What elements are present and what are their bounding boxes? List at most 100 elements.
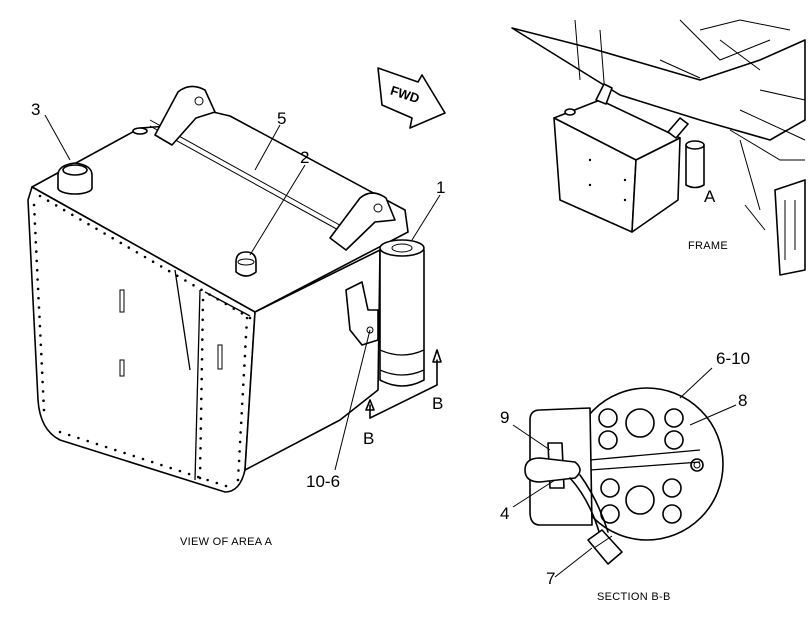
callout-a: A: [704, 187, 716, 206]
callout-b-right: B: [432, 394, 443, 413]
rivet: [238, 440, 242, 444]
rivet: [199, 437, 202, 440]
rivet: [200, 358, 204, 361]
callout-1: 1: [436, 178, 445, 197]
rivet: [67, 433, 71, 437]
rivet: [41, 390, 45, 393]
rivet: [208, 293, 211, 296]
rivet: [37, 296, 40, 300]
rivet: [200, 387, 203, 391]
rivet: [38, 194, 42, 198]
rivet: [238, 450, 241, 453]
rivet: [34, 231, 37, 235]
caption-frame: FRAME: [688, 240, 728, 252]
callout-10-6: 10-6: [306, 472, 340, 491]
rivet: [35, 259, 38, 263]
rivet: [237, 459, 241, 463]
rivet: [236, 478, 240, 482]
rivet: [239, 421, 243, 425]
rivet: [201, 308, 205, 312]
rivet: [77, 436, 80, 440]
rivet: [244, 345, 247, 348]
rivet: [245, 316, 249, 320]
rivet: [150, 460, 154, 464]
rivet: [200, 377, 203, 381]
rivet: [54, 204, 58, 207]
rivet: [79, 218, 82, 221]
rivet: [151, 260, 155, 264]
rivet: [86, 439, 89, 443]
callout-b-left: B: [363, 429, 374, 448]
rivet: [135, 251, 139, 254]
rivet: [119, 241, 123, 245]
rivet: [40, 371, 44, 375]
rivet: [199, 456, 202, 460]
rivet: [242, 373, 246, 377]
callout-2: 2: [300, 148, 309, 167]
rivet: [33, 222, 37, 225]
rivet: [40, 352, 43, 356]
rivet: [35, 250, 38, 253]
rivet: [187, 472, 191, 476]
rivet: [176, 274, 179, 278]
rivet: [248, 316, 252, 320]
rivet: [224, 302, 228, 306]
rivet: [197, 475, 200, 479]
rivet: [39, 343, 43, 347]
callout-6-10: 6-10: [716, 349, 750, 368]
rivet: [37, 306, 41, 309]
rivet: [132, 454, 136, 458]
rivet: [199, 427, 203, 430]
fuel-filter-cylinder: [345, 239, 425, 387]
rivet: [87, 222, 90, 226]
rivet: [199, 447, 202, 450]
lower-bolt-group: [600, 478, 682, 524]
rivet: [199, 407, 203, 411]
forward-direction-arrow: FWD: [377, 67, 446, 129]
rivet: [200, 348, 204, 351]
rivet: [36, 287, 40, 291]
rivet: [239, 431, 242, 434]
caption-view-of-area-a: VIEW OF AREA A: [180, 536, 273, 548]
rivet: [240, 412, 243, 415]
rivet: [201, 298, 205, 302]
rivet: [95, 442, 99, 446]
rivet: [41, 380, 44, 384]
leader-lines-main: [44, 114, 441, 471]
rivet: [127, 246, 131, 249]
rivet: [46, 199, 50, 202]
rivet: [169, 466, 172, 470]
section-b-b-view: [524, 387, 724, 565]
fuel-tank-main-view: [27, 85, 442, 493]
rivet: [58, 430, 62, 434]
callout-5: 5: [277, 109, 286, 128]
rivet: [199, 417, 203, 421]
filler-cap: [57, 162, 93, 195]
upper-bolt-group: [598, 408, 684, 450]
rivet: [201, 318, 204, 322]
rivet-row-right: [236, 316, 249, 482]
rivet: [237, 469, 240, 472]
rivet: [192, 283, 195, 287]
caption-section-b-b: SECTION B-B: [597, 591, 671, 603]
rivet: [184, 279, 187, 282]
rivet: [200, 288, 203, 292]
rivet: [104, 445, 108, 449]
rivet: [244, 335, 248, 339]
machine-locator-view: [511, 19, 806, 276]
rivet: [35, 268, 39, 272]
rivet: [201, 338, 204, 341]
rivet: [123, 451, 126, 455]
rivet: [198, 466, 202, 470]
rivet: [36, 278, 39, 281]
rivet-row-mid: [198, 298, 205, 480]
rivet: [111, 236, 114, 240]
rivet: [215, 481, 219, 485]
vent-fitting: [235, 251, 257, 277]
rivet: [242, 383, 245, 387]
rivet: [33, 213, 36, 216]
callout-8: 8: [738, 391, 747, 410]
callout-4: 4: [500, 504, 509, 523]
rivet: [103, 232, 106, 235]
rivet: [42, 399, 45, 403]
